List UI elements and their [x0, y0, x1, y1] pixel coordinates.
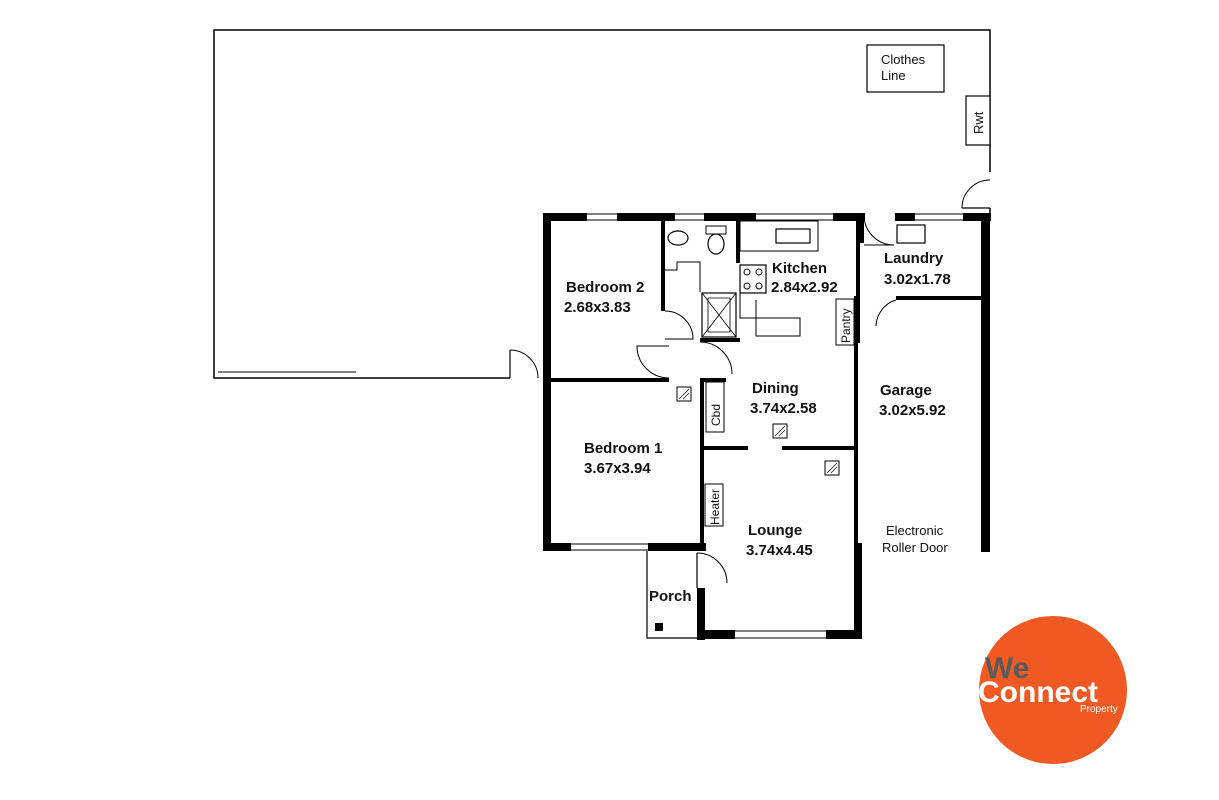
windows: [571, 213, 963, 639]
clothes-line-label-2: Line: [881, 68, 906, 83]
we-connect-logo: We Connect Property: [978, 616, 1127, 764]
toilet-icon: [707, 233, 725, 255]
clothes-line-box: [866, 44, 945, 93]
toilet-cistern: [705, 225, 727, 235]
basin-icon: [667, 230, 689, 246]
bedroom2-size: 2.68x3.83: [564, 299, 631, 316]
bedroom1-size: 3.67x3.94: [584, 460, 651, 477]
vent-hatching: [678, 388, 838, 474]
garage-name: Garage: [880, 382, 932, 399]
porch-name: Porch: [649, 588, 692, 605]
heater-label: Heater: [708, 489, 722, 525]
rainwater-tank: [965, 95, 991, 146]
interior-walls: [551, 221, 981, 550]
kitchen-size: 2.84x2.92: [771, 279, 838, 296]
kitchen-bench: [739, 220, 819, 252]
kitchen-island: [739, 293, 801, 337]
laundry-name: Laundry: [884, 250, 944, 267]
pantry-label: Pantry: [839, 308, 853, 343]
yard-gate-swing: [509, 349, 539, 379]
roller-door-label-1: Electronic: [886, 523, 944, 538]
exterior-walls: [543, 213, 991, 640]
rainwater-tank-label: Rwt: [971, 111, 986, 134]
kitchen-name: Kitchen: [772, 260, 827, 277]
dining-name: Dining: [752, 380, 799, 397]
cooktop-burners: [743, 268, 763, 290]
pantry-box: [835, 298, 855, 346]
lounge-name: Lounge: [748, 522, 802, 539]
laundry-trough-icon: [896, 224, 926, 244]
kitchen-sink-icon: [775, 228, 811, 244]
laundry-size: 3.02x1.78: [884, 271, 951, 288]
cupboard-box: [705, 381, 725, 433]
bedroom1-name: Bedroom 1: [584, 440, 662, 457]
heater-box: [704, 483, 724, 527]
side-gate-swing: [961, 179, 991, 209]
logo-connect-text: Connect: [978, 676, 1098, 709]
roller-door-label-2: Roller Door: [882, 540, 948, 555]
lounge-size: 3.74x4.45: [746, 542, 813, 559]
yard-boundary: [213, 29, 991, 379]
cooktop-icon: [739, 264, 767, 294]
logo-circle: [979, 616, 1127, 764]
dining-size: 3.74x2.58: [750, 400, 817, 417]
cupboard-label: Cbd: [709, 404, 723, 426]
porch-outline: [646, 551, 697, 639]
logo-we-text: We: [985, 652, 1029, 685]
doors: [636, 214, 897, 584]
bathroom-inner-walls: [665, 261, 701, 292]
porch-post: [655, 623, 663, 631]
shower-icon: [701, 292, 737, 338]
garage-size: 3.02x5.92: [879, 402, 946, 419]
clothes-line-label-1: Clothes: [881, 52, 926, 67]
logo-property-text: Property: [1080, 704, 1118, 715]
bedroom2-name: Bedroom 2: [566, 279, 644, 296]
